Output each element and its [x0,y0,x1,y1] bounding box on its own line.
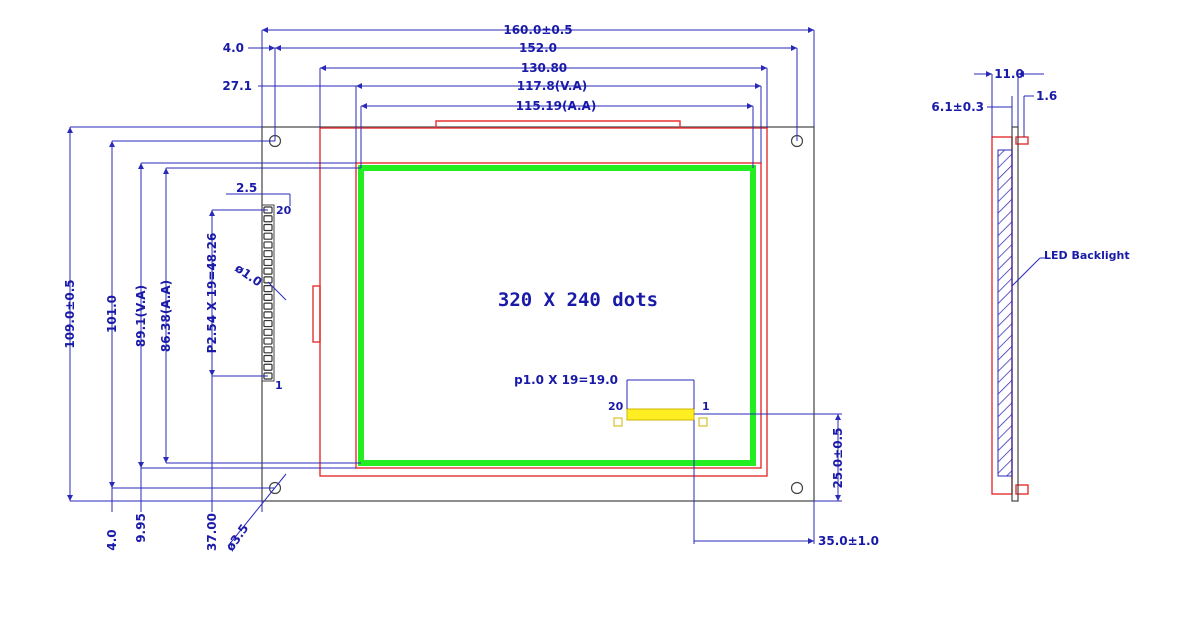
pin-last-label: 20 [276,204,292,217]
header-pin [263,276,273,284]
header-pin [263,319,273,328]
bezel-top-tab [435,120,681,128]
header-pin [263,215,273,223]
header-pin [263,241,273,249]
side-pcb [1011,126,1019,502]
pin-header-body [261,204,275,382]
dim-bottom-hole-offset: 4.0 [105,529,119,550]
header-pin [263,302,273,310]
side-top-lip [1015,136,1029,145]
header-pin [263,267,273,275]
side-view: 11.0 6.1±0.3 1.6 LED Backlight [931,67,1130,502]
dim-va-left-offset: 27.1 [222,79,252,93]
dim-va-width: 117.8(V.A) [517,79,588,93]
dim-hole-span-height: 101.0 [105,295,119,333]
side-bottom-lip [1015,484,1029,495]
viewing-area-outline [355,162,762,469]
header-pin [263,258,273,267]
left-dimensions: 109.0±0.5 101.0 89.1(V.A) 86.38(A.A) P2.… [63,126,361,502]
header-pin [263,337,273,345]
header-pin [263,223,273,232]
dim-side-thickness: 11.0 [994,67,1024,81]
header-pin [263,328,273,336]
dim-mount-hole-dia: ø3.5 [223,522,251,554]
dim-bezel-width: 130.80 [521,61,567,75]
fpc-pin-first-label: 1 [702,400,710,413]
dim-aa-height: 86.38(A.A) [159,280,173,352]
fpc-connector [626,408,695,421]
pin-first-label: 1 [275,379,283,392]
dim-overall-height: 109.0±0.5 [63,279,77,348]
backlight-label: LED Backlight [1044,249,1130,262]
header-pin [263,311,273,319]
dim-fpc-offset: 35.0±1.0 [818,534,879,548]
dim-pin-pitch: P2.54 X 19=48.26 [205,233,219,354]
front-view: 320 X 240 dots 20 1 20 1 160.0±0.5 152.0… [63,23,879,554]
dim-side-glass-thickness: 1.6 [1036,89,1057,103]
top-dimensions: 160.0±0.5 152.0 4.0 130.80 117.8(V.A) 27… [222,23,815,168]
header-pin [263,285,273,293]
active-area [358,165,756,466]
pcb-outline [261,126,815,502]
dim-aa-width: 115.19(A.A) [516,99,597,113]
dim-bottom-pin-offset: 37.00 [205,513,219,551]
header-pin [263,232,273,240]
dim-side-panel-offset: 6.1±0.3 [931,100,984,114]
mount-hole-bottom-right [790,481,804,495]
pin-header [261,204,275,382]
dim-va-height: 89.1(V.A) [134,285,148,347]
fpc-pad-left [613,417,623,427]
header-pin [263,250,273,258]
dim-pin-hole-dia: ø1.0 [232,261,264,289]
dim-fpc-height: 25.0±0.5 [831,428,845,489]
dim-hole-offset-left: 4.0 [223,41,244,55]
resolution-label: 320 X 240 dots [498,289,658,311]
dim-fpc-pitch: p1.0 X 19=19.0 [514,373,618,387]
led-backlight [997,149,1013,477]
dim-pin-row-offset: 2.5 [236,181,257,195]
fpc-pad-right [698,417,708,427]
header-pin [263,293,273,301]
dim-hole-span-width: 152.0 [519,41,557,55]
bezel-left-tab [312,285,321,343]
header-pin [263,354,273,363]
header-pin [263,346,273,354]
dim-bottom-va-offset: 9.95 [134,513,148,543]
fpc-pin-last-label: 20 [608,400,624,413]
header-pin [263,363,273,371]
dim-overall-width: 160.0±0.5 [503,23,572,37]
